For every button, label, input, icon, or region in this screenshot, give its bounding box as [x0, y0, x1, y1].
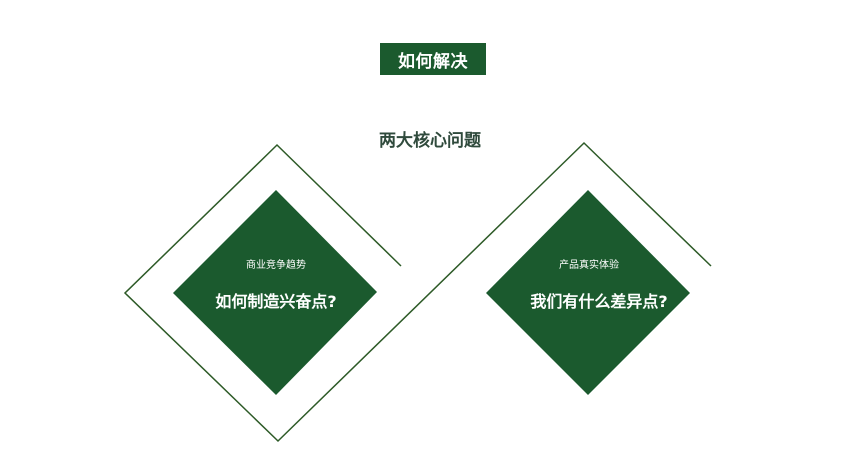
- section-title-text: 如何解决: [398, 51, 468, 72]
- card-right-label: 产品真实体验: [559, 260, 619, 271]
- zigzag-outline-line: [123, 141, 712, 443]
- section-title-badge: 如何解决: [380, 43, 486, 75]
- subtitle-heading: 两大核心问题: [379, 131, 481, 151]
- diamond-card-left: [173, 190, 377, 395]
- card-left-label: 商业竞争趋势: [246, 260, 306, 271]
- card-right-question: 我们有什么差异点?: [530, 292, 668, 311]
- card-left-question: 如何制造兴奋点?: [215, 292, 337, 311]
- diamond-card-right: [486, 190, 690, 395]
